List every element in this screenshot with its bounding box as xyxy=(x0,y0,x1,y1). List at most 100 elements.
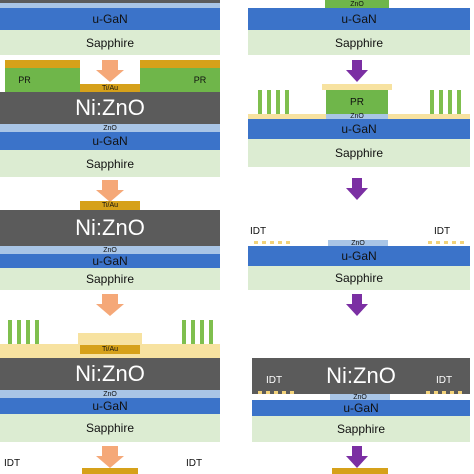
pr-label-left: PR xyxy=(18,75,31,85)
ugan-label: u-GaN xyxy=(92,12,128,26)
idt-electrode-dots xyxy=(426,391,466,394)
tiau-contact xyxy=(82,468,138,474)
idt-finger xyxy=(448,90,452,114)
process-arrow-head xyxy=(96,304,124,316)
ugan-layer: u-GaN xyxy=(0,8,220,30)
sapphire-layer: Sapphire xyxy=(0,268,220,290)
process-arrow-head xyxy=(346,70,368,82)
zno-label: ZnO xyxy=(353,393,367,401)
nizno-label: Ni:ZnO xyxy=(75,215,145,240)
idt-label: IDT xyxy=(186,458,203,469)
process-arrow-head xyxy=(96,190,124,202)
idt-electrode-dots xyxy=(258,391,298,394)
pr-label-right: PR xyxy=(193,75,207,85)
idt-finger xyxy=(35,320,39,344)
ugan-layer: u-GaN xyxy=(252,400,470,416)
tiau-label: Ti/Au xyxy=(101,346,119,353)
sapphire-label: Sapphire xyxy=(336,422,386,436)
zno-layer: ZnO xyxy=(0,246,220,254)
zno-layer: ZnO xyxy=(0,390,220,398)
process-arrow-head xyxy=(96,70,124,82)
process-arrow xyxy=(102,294,118,304)
ugan-layer: u-GaN xyxy=(248,119,470,139)
process-arrow xyxy=(102,180,118,190)
sapphire-label: Sapphire xyxy=(334,271,384,285)
process-arrow-head xyxy=(346,456,368,468)
sapphire-label: Sapphire xyxy=(85,156,135,171)
ugan-label: u-GaN xyxy=(341,12,377,26)
sapphire-layer: Sapphire xyxy=(0,30,220,55)
sapphire-layer: Sapphire xyxy=(248,30,470,55)
tiau-contact: Ti/Au xyxy=(80,84,140,92)
process-arrow xyxy=(352,178,362,188)
sapphire-layer: Sapphire xyxy=(0,150,220,177)
nizno-label: Ni:ZnO xyxy=(75,361,145,386)
nizno-label: Ni:ZnO xyxy=(326,363,396,388)
ugan-label: u-GaN xyxy=(341,122,377,136)
idt-label: IDT xyxy=(266,375,283,386)
tiau-cap-left xyxy=(5,60,80,68)
process-arrow xyxy=(352,60,362,70)
zno-layer: ZnO xyxy=(0,124,220,132)
idt-finger xyxy=(200,320,204,344)
process-arrow xyxy=(352,446,362,456)
idt-finger xyxy=(182,320,186,344)
zno-label: ZnO xyxy=(103,124,117,132)
idt-label: IDT xyxy=(434,226,451,237)
ugan-label: u-GaN xyxy=(92,134,128,148)
process-arrow-head xyxy=(346,188,368,200)
nizno-layer: Ni:ZnO xyxy=(0,358,220,390)
process-arrow-head xyxy=(96,456,124,468)
zno-layer: ZnO xyxy=(326,113,388,120)
zno-layer: ZnO xyxy=(330,393,390,401)
process-arrow-head xyxy=(346,304,368,316)
pr-block-right: PR xyxy=(140,68,220,92)
ugan-layer: u-GaN xyxy=(248,246,470,266)
zno-label: ZnO xyxy=(350,113,364,120)
tiau-contact: Ti/Au xyxy=(80,201,140,210)
idt-finger xyxy=(8,320,12,344)
process-arrow xyxy=(102,60,118,70)
zno-layer: ZnO xyxy=(328,240,388,247)
tiau-label: Ti/Au xyxy=(101,202,119,209)
pr-block: ZnO xyxy=(325,0,389,8)
pr-block: PR xyxy=(326,90,388,114)
idt-finger xyxy=(258,90,262,114)
idt-finger xyxy=(430,90,434,114)
ugan-layer: u-GaN xyxy=(248,8,470,30)
tiau-contact: Ti/Au xyxy=(80,345,140,354)
idt-electrode-dots xyxy=(428,241,468,244)
ugan-label: u-GaN xyxy=(92,399,128,413)
ugan-label: u-GaN xyxy=(341,249,377,263)
zno-layer xyxy=(0,0,220,8)
idt-finger xyxy=(285,90,289,114)
sapphire-label: Sapphire xyxy=(85,272,135,286)
sapphire-label: Sapphire xyxy=(85,421,135,435)
tiau-contact xyxy=(332,468,388,474)
tiau-cap-right xyxy=(140,60,220,68)
process-arrow xyxy=(352,294,362,304)
ugan-layer: u-GaN xyxy=(0,254,220,268)
idt-label: IDT xyxy=(4,458,21,469)
sapphire-layer: Sapphire xyxy=(252,416,470,442)
idt-label: IDT xyxy=(436,375,453,386)
pr-label: PR xyxy=(350,96,364,108)
idt-electrode-dots xyxy=(254,241,294,244)
zno-label: ZnO xyxy=(103,390,117,398)
idt-finger xyxy=(276,90,280,114)
idt-label: IDT xyxy=(250,226,267,237)
tiau-label: Ti/Au xyxy=(101,84,119,92)
nizno-label: Ni:ZnO xyxy=(75,95,145,120)
zno-label: ZnO xyxy=(103,246,117,254)
pr-block-left: PR xyxy=(5,68,80,92)
idt-finger xyxy=(209,320,213,344)
ugan-label: u-GaN xyxy=(343,401,379,415)
zno-label: ZnO xyxy=(350,0,364,8)
nizno-layer: Ni:ZnO xyxy=(252,358,470,394)
nizno-layer: Ni:ZnO xyxy=(0,210,220,246)
idt-finger xyxy=(267,90,271,114)
sapphire-layer: Sapphire xyxy=(248,266,470,290)
process-arrow xyxy=(102,446,118,456)
ugan-label: u-GaN xyxy=(92,254,128,268)
ugan-layer: u-GaN xyxy=(0,398,220,414)
